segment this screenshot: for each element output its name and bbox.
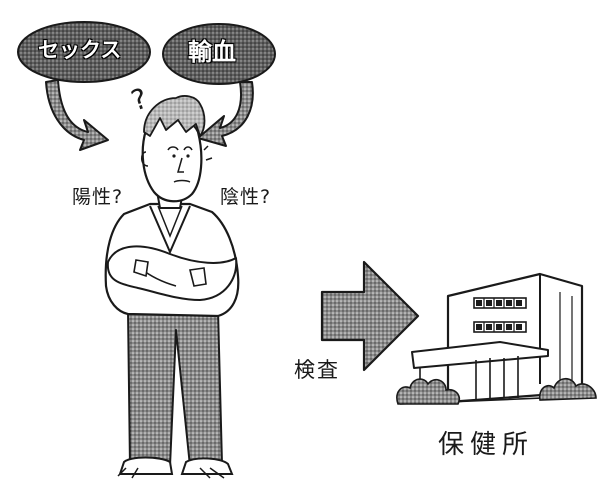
right-curved-arrow (197, 81, 254, 147)
right-thought-bubble (162, 23, 276, 85)
left-shrub (396, 378, 461, 405)
man-left-hand (133, 259, 149, 278)
health-center-building (399, 272, 591, 405)
right-shrub (538, 377, 597, 401)
man-crossed-arms (106, 245, 238, 301)
man-hair (143, 95, 206, 137)
man-right-hand (189, 267, 207, 287)
right-bubble-label: 輸血 (188, 38, 236, 66)
test-label: 検査 (294, 358, 340, 382)
man-right-shoe (180, 457, 234, 475)
left-bubble-label: セックス (38, 38, 122, 62)
man-left-shoe (118, 456, 174, 475)
health-center-label: 保健所 (438, 430, 535, 460)
positive-question-label: 陽性? (72, 186, 124, 208)
negative-question-label: 陰性? (220, 186, 272, 208)
man-trousers (127, 309, 223, 467)
left-thought-bubble (17, 21, 151, 83)
left-curved-arrow (45, 79, 109, 151)
big-right-arrow (320, 260, 420, 372)
